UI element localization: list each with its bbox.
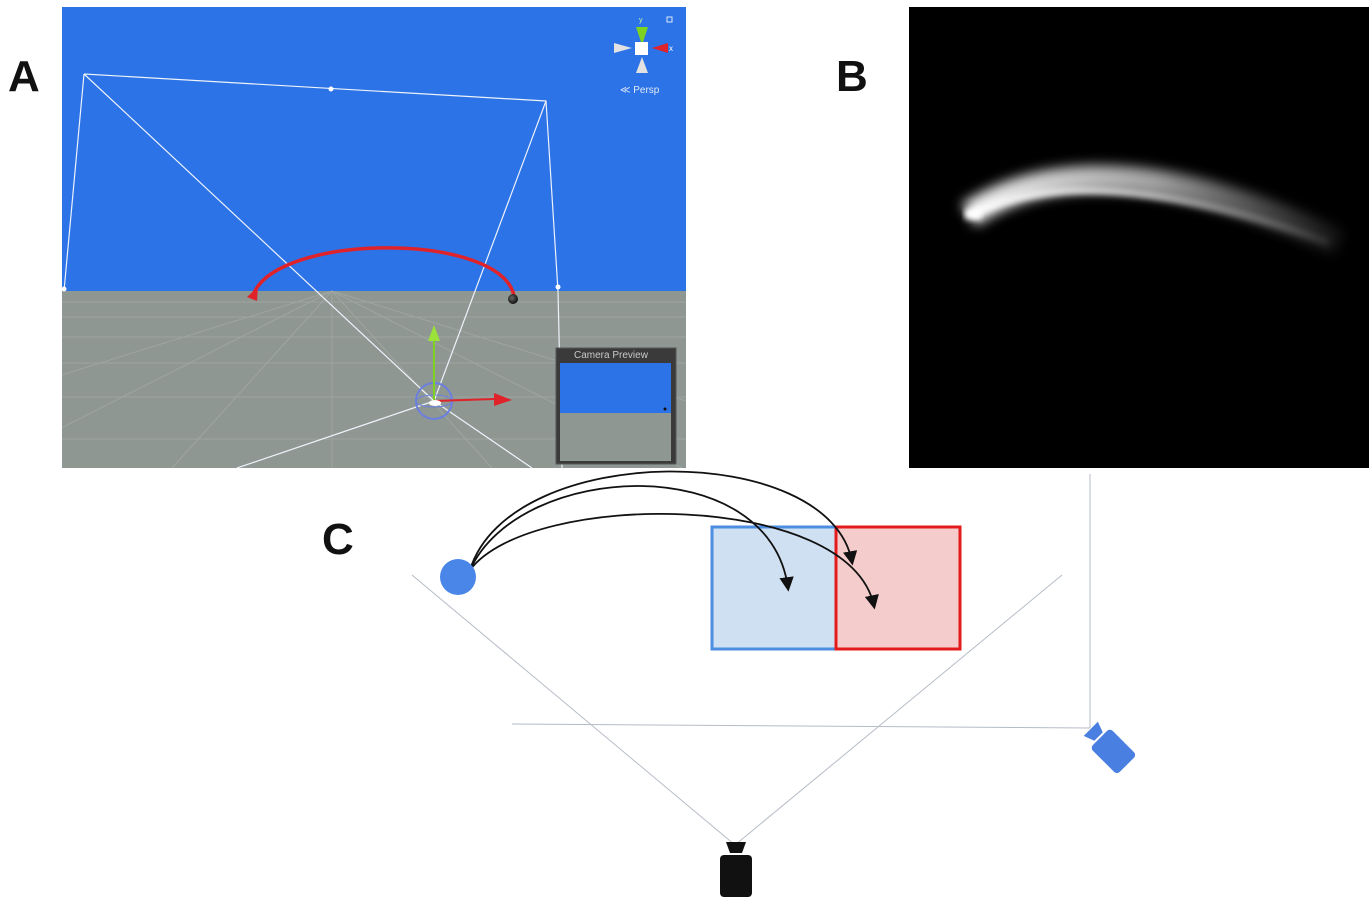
camera-frustum: [63, 73, 563, 468]
gizmo-down-cone: [636, 57, 648, 73]
panel-label-b: B: [836, 52, 868, 101]
x-axis-handle: [433, 398, 495, 402]
scene-view-panel: y x ≪ Persp Camera Preview: [62, 7, 686, 468]
trajectory-arrowhead: [247, 287, 258, 301]
sky-backdrop: [62, 7, 686, 291]
gizmo-center-cube: [635, 42, 648, 55]
frustum-handle[interactable]: [328, 86, 334, 92]
ball-motion-streak: [961, 165, 1345, 255]
trajectory-arc: [251, 246, 516, 297]
preview-ball: [663, 407, 667, 411]
red-target-zone: [834, 525, 962, 651]
x-axis-cone: [494, 393, 512, 406]
transform-gizmo[interactable]: [415, 325, 512, 420]
scene-view-canvas: y x ≪ Persp Camera Preview: [62, 7, 686, 468]
motion-blur-panel: [909, 7, 1369, 468]
motion-blur-canvas: [961, 165, 1345, 255]
projection-mode-label[interactable]: ≪ Persp: [620, 85, 660, 96]
frustum-handle[interactable]: [555, 284, 561, 290]
frustum-handle[interactable]: [62, 286, 67, 292]
panel-label-a: A: [8, 52, 40, 101]
lock-icon: [666, 16, 673, 23]
camera-preview-title: Camera Preview: [574, 350, 649, 361]
trajectory-set: [469, 470, 879, 610]
front-camera-icon: [720, 842, 752, 897]
preview-sky: [560, 363, 671, 413]
gizmo-y-label: y: [639, 17, 643, 24]
preview-ground: [560, 413, 671, 461]
orientation-gizmo[interactable]: y x: [614, 16, 673, 73]
blue-target-zone: [710, 525, 838, 651]
camera-preview-window: Camera Preview: [555, 347, 677, 465]
trajectory-to-red-long: [469, 512, 879, 610]
gizmo-y-cone: [636, 27, 648, 45]
ball-object[interactable]: [508, 294, 518, 304]
trajectory-to-red-short: [469, 470, 858, 571]
ball-icon: [440, 559, 476, 595]
gizmo-left-cone: [614, 43, 632, 53]
ball-streak-head: [965, 209, 981, 219]
trajectory-to-blue: [469, 485, 794, 592]
field-of-view-lines: [411, 474, 1091, 846]
y-axis-cone: [428, 325, 440, 341]
gizmo-x-cone: [652, 43, 668, 53]
panel-label-c: C: [322, 515, 354, 564]
gizmo-x-label: x: [669, 44, 673, 53]
ball-motion-core: [969, 186, 1331, 247]
side-camera-icon: [1083, 721, 1136, 774]
